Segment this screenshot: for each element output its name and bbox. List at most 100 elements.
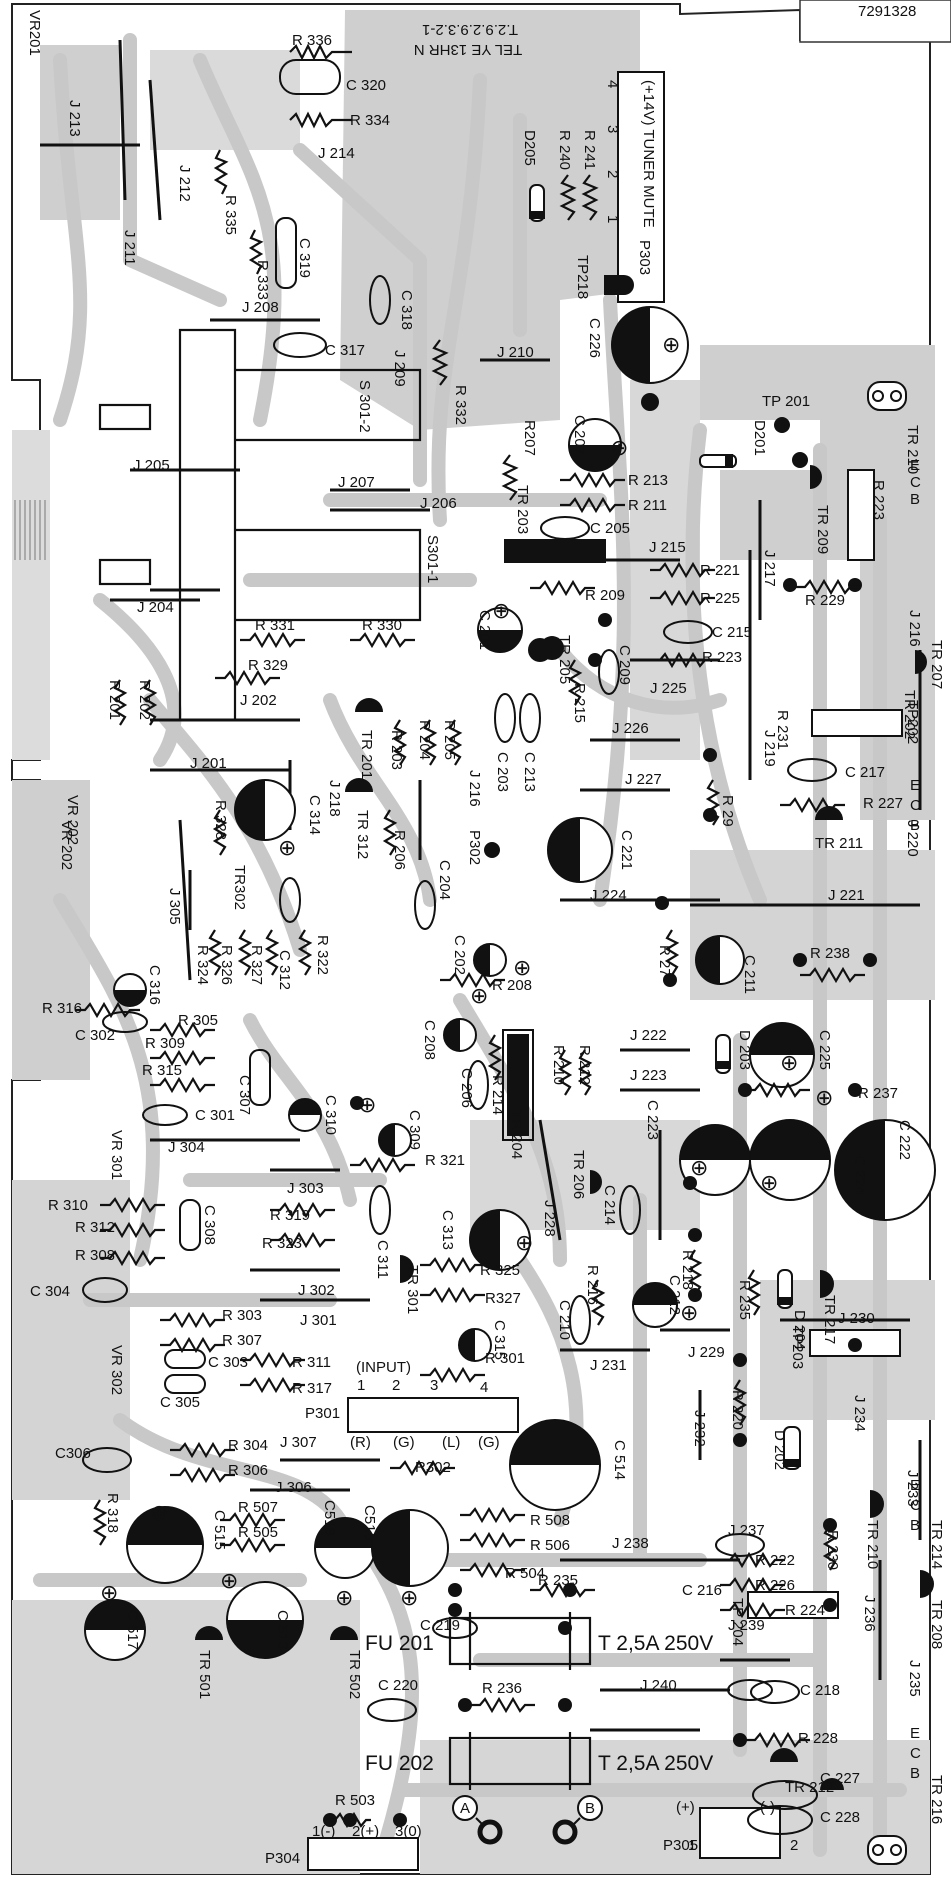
svg-text:R 203: R 203 <box>388 730 405 770</box>
svg-text:R 241: R 241 <box>581 130 598 170</box>
svg-text:J 220: J 220 <box>904 820 921 857</box>
label-r235b: R 235 <box>538 1572 578 1589</box>
svg-text:B: B <box>910 1517 920 1534</box>
cap-c515 <box>126 1506 204 1584</box>
svg-text:C518: C518 <box>321 1500 338 1536</box>
connector-p305-polarity-plus: (+) <box>676 1799 695 1816</box>
svg-text:P302: P302 <box>466 830 483 865</box>
cap-c224 <box>749 1119 831 1201</box>
label-j221: J 221 <box>828 887 865 904</box>
svg-text:⊕: ⊕ <box>662 333 680 358</box>
label-r229: R 229 <box>805 592 845 609</box>
fuse-fu201-ref: FU 201 <box>365 1632 434 1655</box>
connector-p301-signal-g1: (G) <box>393 1434 415 1451</box>
label-r237: R 237 <box>858 1085 898 1102</box>
fuse-fu202-rating: T 2,5A 250V <box>598 1752 713 1775</box>
svg-text:C 226: C 226 <box>586 318 603 358</box>
label-j205a: J 205 <box>133 457 170 474</box>
label-j208: J 208 <box>242 299 279 316</box>
svg-text:TP218: TP218 <box>574 255 591 299</box>
label-r508: R 508 <box>530 1512 570 1529</box>
svg-text:C 514: C 514 <box>611 1440 628 1480</box>
label-j301: J 301 <box>300 1312 337 1329</box>
connector-p301-label: P301 <box>305 1405 340 1422</box>
svg-text:C 224: C 224 <box>851 1155 868 1195</box>
label-r226: R 226 <box>755 1577 795 1594</box>
svg-text:R 205: R 205 <box>441 720 458 760</box>
svg-text:C516: C516 <box>361 1505 378 1541</box>
film-capacitors <box>82 59 837 1835</box>
marker-b-label: B <box>585 1800 595 1817</box>
connector-p303-pin-4: 4 <box>604 80 621 88</box>
ecb-group-4: E C B <box>910 1725 921 1782</box>
label-c317: C 317 <box>325 342 365 359</box>
svg-text:R 27: R 27 <box>656 945 673 977</box>
label-c227: C 227 <box>820 1770 860 1787</box>
svg-text:C: C <box>910 1745 921 1762</box>
reference-labels-rotated: J 213 J 212 R 335 R 333 C 319 J 211 D205… <box>58 100 945 1824</box>
svg-text:TR 202: TR 202 <box>901 690 918 739</box>
connector-p303-pin-1: 1 <box>604 215 621 223</box>
mounting-holes <box>867 381 907 1865</box>
svg-text:C: C <box>910 797 921 814</box>
cap-c518 <box>314 1517 376 1579</box>
svg-text:⊕: ⊕ <box>610 436 628 461</box>
label-j202: J 202 <box>240 692 277 709</box>
svg-text:C 312: C 312 <box>276 950 293 990</box>
label-r224: R 224 <box>785 1602 825 1619</box>
svg-text:C 316: C 316 <box>146 965 163 1005</box>
label-r336: R 336 <box>292 32 332 49</box>
connector-p305-polarity-minus: (-) <box>760 1799 775 1816</box>
label-j206: J 206 <box>420 495 457 512</box>
label-tr212: TR 212 <box>785 1779 834 1796</box>
svg-text:J 234: J 234 <box>851 1395 868 1432</box>
svg-text:⊕: ⊕ <box>400 1586 418 1611</box>
fuse-fu201-rating: T 2,5A 250V <box>598 1632 713 1655</box>
connector-p305-label: P305 <box>663 1837 698 1854</box>
fuse-holders <box>448 1612 592 1790</box>
svg-text:C 311: C 311 <box>374 1240 391 1279</box>
label-c301: C 301 <box>195 1107 235 1124</box>
label-r506: R 506 <box>530 1537 570 1554</box>
label-r307: R 307 <box>222 1332 262 1349</box>
svg-text:C 208: C 208 <box>421 1020 438 1060</box>
svg-text:C 315: C 315 <box>491 1320 508 1360</box>
svg-text:E: E <box>910 457 920 474</box>
svg-text:J 228: J 228 <box>541 1200 558 1237</box>
board-code: T.2.9.2.9.3.2-1 <box>422 21 518 38</box>
svg-text:D 202: D 202 <box>771 1430 788 1470</box>
label-r306: R 306 <box>228 1462 268 1479</box>
svg-text:J 213: J 213 <box>66 100 83 137</box>
svg-text:J 232: J 232 <box>691 1410 708 1447</box>
label-j224: J 224 <box>590 887 627 904</box>
cap-c516 <box>371 1509 449 1587</box>
svg-text:R 201: R 201 <box>106 680 123 720</box>
svg-text:TR 203: TR 203 <box>514 485 531 534</box>
label-r305: R 305 <box>178 1012 218 1029</box>
svg-text:TR 205: TR 205 <box>556 635 573 684</box>
label-r222: R 222 <box>755 1552 795 1569</box>
cap-c202 <box>473 943 507 977</box>
svg-text:⊕: ⊕ <box>690 1156 708 1181</box>
tp210-box <box>847 469 875 561</box>
connector-p301-pin-1: 1 <box>357 1377 365 1394</box>
svg-text:TR 214: TR 214 <box>928 1520 945 1569</box>
label-r317: R 317 <box>292 1380 332 1397</box>
cap-c310 <box>288 1098 322 1132</box>
svg-text:R 231: R 231 <box>774 710 791 750</box>
cap-c513 <box>226 1581 304 1659</box>
cap-c517 <box>84 1599 146 1661</box>
svg-text:C 210: C 210 <box>556 1300 573 1340</box>
board-part-number: TEL YE 13HR N <box>414 41 522 58</box>
svg-text:C 318: C 318 <box>398 290 415 330</box>
cap-c207 <box>568 418 622 472</box>
svg-text:R 218: R 218 <box>679 1250 696 1290</box>
label-j238: J 238 <box>612 1535 649 1552</box>
svg-text:C 308: C 308 <box>201 1205 218 1245</box>
label-r334: R 334 <box>350 112 390 129</box>
svg-text:R 235: R 235 <box>736 1280 753 1320</box>
svg-text:⊕: ⊕ <box>278 836 296 861</box>
label-tr211: TR 211 <box>815 835 863 852</box>
label-r321: R 321 <box>425 1152 465 1169</box>
label-j302: J 302 <box>298 1282 335 1299</box>
